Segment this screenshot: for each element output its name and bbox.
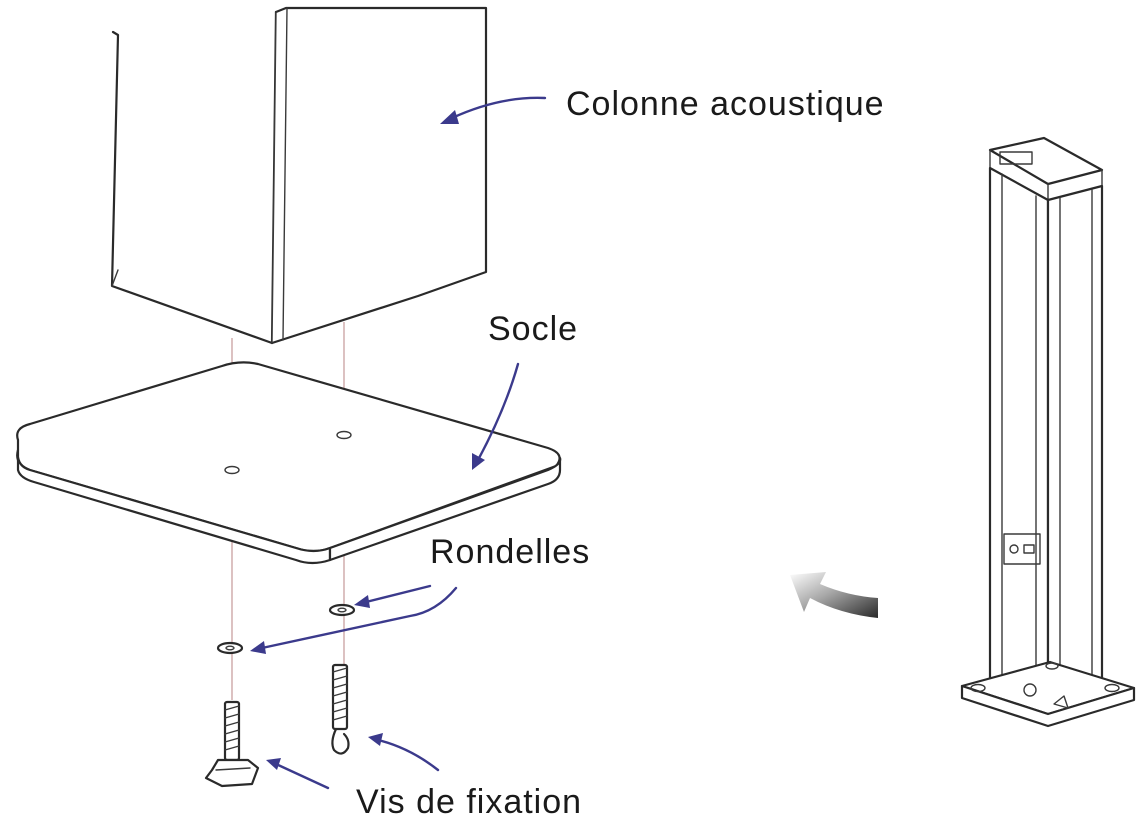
pointer-base bbox=[472, 362, 520, 470]
base-plate-drawing bbox=[16, 361, 562, 565]
assembled-column-drawing bbox=[960, 136, 1136, 728]
label-screws: Vis de fixation bbox=[356, 783, 582, 821]
pointer-screws bbox=[266, 733, 440, 790]
direction-arrow-icon bbox=[790, 572, 878, 618]
label-column: Colonne acoustique bbox=[566, 85, 885, 123]
washer-right bbox=[328, 603, 356, 617]
washer-left bbox=[216, 641, 244, 655]
label-base: Socle bbox=[488, 310, 578, 348]
pointer-column bbox=[440, 96, 547, 124]
washers-drawing bbox=[216, 603, 356, 655]
acoustic-column-drawing bbox=[110, 6, 488, 345]
screw-left bbox=[204, 700, 260, 788]
pointer-washers bbox=[250, 584, 458, 654]
label-washers: Rondelles bbox=[430, 533, 590, 571]
screw-right bbox=[331, 663, 350, 755]
screws-drawing bbox=[204, 663, 350, 788]
